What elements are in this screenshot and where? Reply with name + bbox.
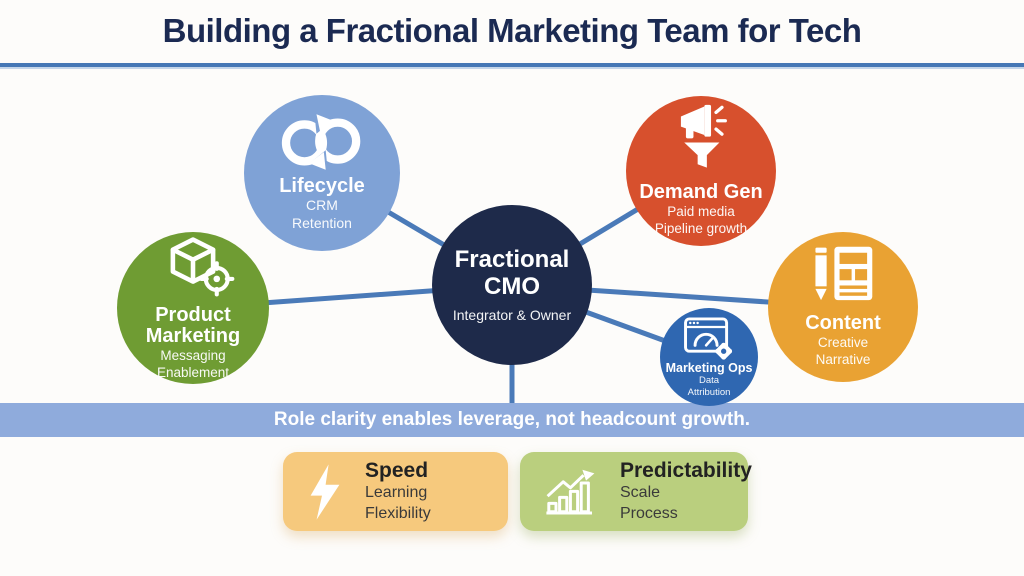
hub-subtitle: Integrator & Owner (452, 307, 572, 324)
node-label: Product Marketing (145, 303, 241, 348)
benefit-title: Predictability (620, 458, 752, 482)
benefit-item: Process (620, 504, 678, 522)
node-subline: Pipeline growth (654, 220, 748, 236)
benefit-card-speed: Speed Learning Flexibility (283, 452, 508, 531)
node-marketing-ops: Marketing Ops Data Attribution (660, 308, 758, 406)
benefit-text-block: Predictability Scale Process (620, 459, 752, 525)
benefit-card-predictability: Predictability Scale Process (520, 452, 752, 531)
page-title: Building a Fractional Marketing Team for… (162, 12, 862, 49)
megaphone-funnel-icon (680, 105, 727, 168)
node-label: Marketing Ops (665, 360, 753, 375)
node-subline: Retention (292, 214, 352, 231)
header: Building a Fractional Marketing Team for… (0, 12, 1024, 50)
node-subline: Data (698, 375, 720, 387)
cube-target-icon (170, 236, 235, 297)
node-demand-gen: Demand Gen Paid media Pipeline growth (626, 96, 776, 246)
hub-title-line2: CMO (484, 272, 540, 300)
benefit-text-block: Speed Learning Flexibility (365, 459, 431, 525)
key-message-text: Role clarity enables leverage, not headc… (273, 409, 751, 430)
header-divider (0, 63, 1024, 69)
node-product-marketing: Product Marketing Messaging Enablement (117, 232, 269, 384)
benefit-item: Flexibility (365, 504, 431, 522)
node-label: Demand Gen (639, 181, 763, 204)
benefit-title: Speed (365, 458, 429, 482)
node-content: Content Creative Narrative (768, 232, 918, 382)
node-subline: Narrative (815, 351, 871, 367)
node-subline: Attribution (687, 386, 731, 398)
key-message-banner: Role clarity enables leverage, not headc… (0, 403, 1024, 437)
node-subline: Messaging (160, 347, 226, 363)
hub-title-line1: Fractional (454, 245, 570, 273)
node-subline: Paid media (667, 203, 735, 219)
node-lifecycle: Lifecycle CRM Retention (244, 95, 400, 251)
benefit-item: Learning (365, 483, 428, 501)
cycle-arrows-icon (281, 114, 361, 170)
dashboard-gear-icon (684, 317, 733, 360)
node-label: Lifecycle (279, 174, 365, 197)
node-fractional-cmo: Fractional CMO Integrator & Owner (432, 205, 592, 365)
benefit-item: Scale (620, 483, 661, 501)
lightning-bolt-icon (310, 463, 340, 520)
growth-chart-icon (546, 469, 595, 514)
node-subline: Enablement (156, 364, 230, 380)
node-subline: CRM (306, 197, 338, 214)
node-subline: Creative (817, 334, 869, 350)
node-label: Content (805, 312, 881, 335)
pencil-document-icon (815, 247, 873, 301)
